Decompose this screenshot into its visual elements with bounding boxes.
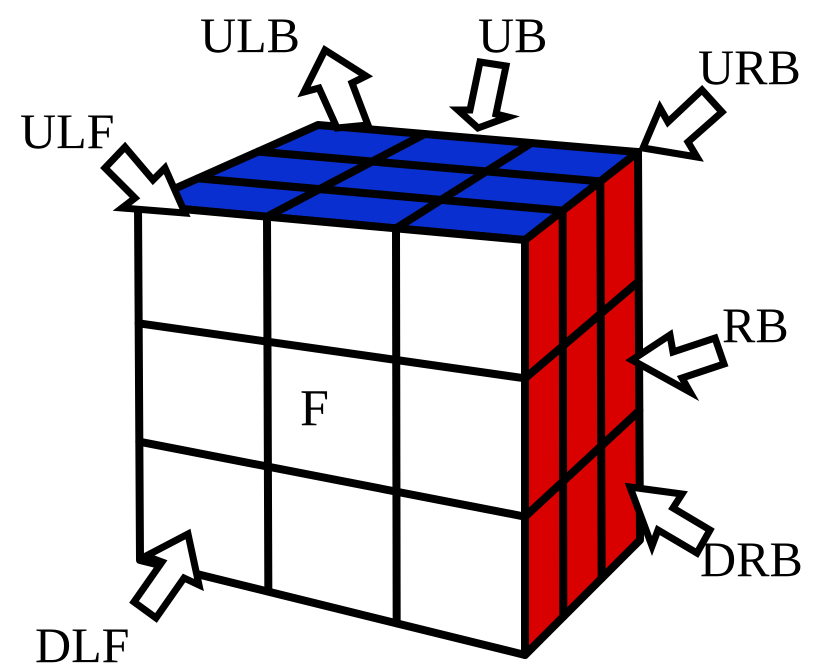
arrow-ub: UB <box>448 7 547 133</box>
arrow-ulb: ULB <box>200 7 374 132</box>
front-grid-line-v1 <box>134 319 529 383</box>
top-grid-line-u2 <box>392 139 536 233</box>
label-urb: URB <box>698 39 801 95</box>
label-drb: DRB <box>700 531 803 587</box>
arrow-ulf-shape <box>100 141 191 217</box>
arrow-dlf: DLF <box>35 528 204 671</box>
arrow-ub-shape <box>448 58 520 133</box>
right-grid-line-v2 <box>521 406 644 521</box>
sticker-grid-lines <box>134 130 644 628</box>
label-ub: UB <box>478 7 547 63</box>
right-grid-line-u2 <box>596 177 606 583</box>
arrow-ulb-shape <box>297 44 374 132</box>
label-rb: RB <box>722 297 789 353</box>
front-face <box>134 201 529 659</box>
arrow-urb: URB <box>638 39 801 162</box>
front-grid-line-u2 <box>392 224 401 628</box>
arrow-rb-shape <box>625 329 729 402</box>
arrow-drb-shape <box>624 482 715 558</box>
right-face <box>521 148 644 659</box>
front-grid-line-u1 <box>263 212 273 596</box>
arrow-urb-shape <box>638 85 727 162</box>
top-grid-line-u1 <box>263 130 429 221</box>
front-grid-line-v2 <box>135 437 529 521</box>
arrow-drb: DRB <box>624 482 803 587</box>
arrow-rb: RB <box>625 297 789 402</box>
arrow-ulf: ULF <box>20 103 191 217</box>
top-grid-line-v1 <box>194 174 567 215</box>
label-ulb: ULB <box>200 7 300 63</box>
front-face-label: F <box>300 380 329 437</box>
arrow-dlf-shape <box>129 528 204 623</box>
right-grid-line-v1 <box>521 277 643 383</box>
top-grid-line-v2 <box>254 147 605 186</box>
cube <box>134 121 644 659</box>
label-ulf: ULF <box>20 103 114 159</box>
label-dlf: DLF <box>35 617 129 671</box>
right-grid-line-u1 <box>558 206 568 621</box>
